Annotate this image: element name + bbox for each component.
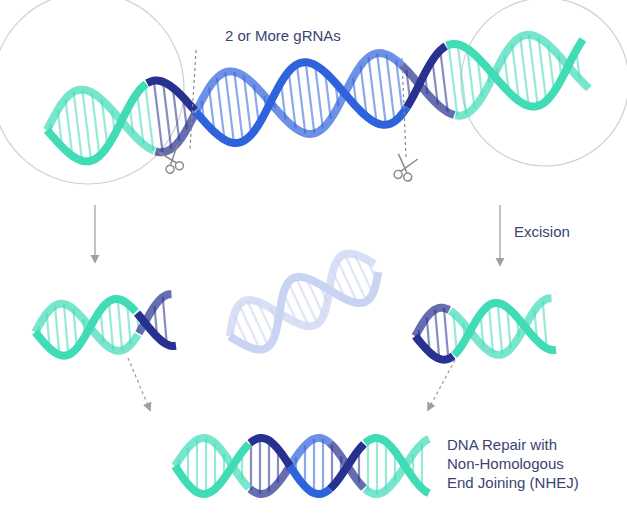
flow-arrow: [94, 205, 95, 262]
base-pair: [449, 45, 458, 116]
base-pair: [385, 442, 387, 490]
dna-strand: [290, 438, 330, 466]
scissors-symbol: [158, 145, 185, 174]
base-pair: [55, 306, 59, 355]
base-pair: [435, 310, 439, 359]
base-pair: [306, 62, 315, 133]
base-pair: [421, 444, 423, 489]
base-pair: [520, 37, 528, 106]
base-pair: [489, 305, 493, 353]
base-pair: [498, 303, 502, 354]
base-pair: [205, 438, 207, 494]
dna-strand: [250, 438, 290, 466]
dna-strand: [137, 310, 176, 349]
base-pair: [82, 90, 91, 161]
step-label: 2 or More gRNAs: [225, 27, 341, 46]
dna-strand: [192, 50, 409, 147]
base-pair: [163, 82, 171, 149]
cut-line: [190, 50, 196, 150]
dna-strand: [447, 28, 591, 116]
scissors-symbol: [392, 154, 418, 182]
base-pair: [268, 440, 270, 491]
dna-strand: [330, 444, 364, 489]
dna-strand: [151, 113, 199, 153]
dna-strand: [250, 466, 290, 494]
base-pair: [109, 301, 113, 349]
dna-helices: [33, 28, 590, 494]
base-pair: [458, 44, 467, 114]
join-arrow: [128, 358, 150, 410]
step-label: Excision: [514, 223, 570, 242]
base-pair: [259, 438, 261, 494]
base-pair: [369, 57, 377, 123]
dna-strand: [33, 297, 139, 358]
base-pair: [376, 438, 378, 494]
base-pair: [313, 439, 315, 493]
target-circle: [0, 0, 184, 184]
base-pair: [297, 64, 305, 133]
dna-strand: [413, 307, 451, 336]
result-label: DNA Repair with Non-Homologous End Joini…: [447, 436, 585, 492]
dna-helix: [43, 28, 591, 166]
base-pair: [74, 92, 82, 161]
dna-strand: [219, 244, 388, 360]
dna-helix: [413, 298, 556, 362]
base-pair: [154, 81, 163, 152]
dna-strand: [447, 28, 591, 116]
base-pair: [367, 441, 369, 491]
base-pair: [196, 440, 198, 492]
dna-strand: [330, 443, 364, 488]
dna-strand: [290, 466, 330, 494]
dna-strand: [33, 297, 139, 358]
base-pair: [225, 72, 234, 143]
dna-strand: [365, 439, 429, 494]
dna-strand: [175, 444, 249, 494]
dna-strand: [365, 438, 429, 493]
base-pair: [145, 85, 153, 151]
base-pair: [214, 443, 216, 489]
base-pair: [118, 299, 122, 350]
dna-strand: [219, 244, 388, 360]
dna-strand: [147, 76, 195, 116]
dna-strand: [450, 298, 556, 359]
dna-strand: [43, 84, 155, 166]
base-pair: [250, 442, 252, 489]
dna-strand: [400, 46, 452, 107]
base-pair: [377, 53, 386, 124]
cut-line: [402, 58, 406, 158]
base-pair: [64, 304, 68, 355]
flow-arrow: [499, 205, 500, 265]
dna-strand: [192, 50, 409, 147]
base-pair: [529, 35, 538, 106]
dna-helix: [33, 294, 176, 358]
dna-strand: [450, 298, 556, 359]
join-arrow: [428, 360, 455, 410]
base-pair: [234, 72, 243, 142]
dna-helix: [175, 438, 429, 494]
base-pair: [444, 308, 448, 359]
base-pair: [386, 54, 394, 121]
dna-helix: [219, 244, 388, 360]
base-pair: [322, 439, 324, 493]
dna-strand: [415, 333, 453, 362]
